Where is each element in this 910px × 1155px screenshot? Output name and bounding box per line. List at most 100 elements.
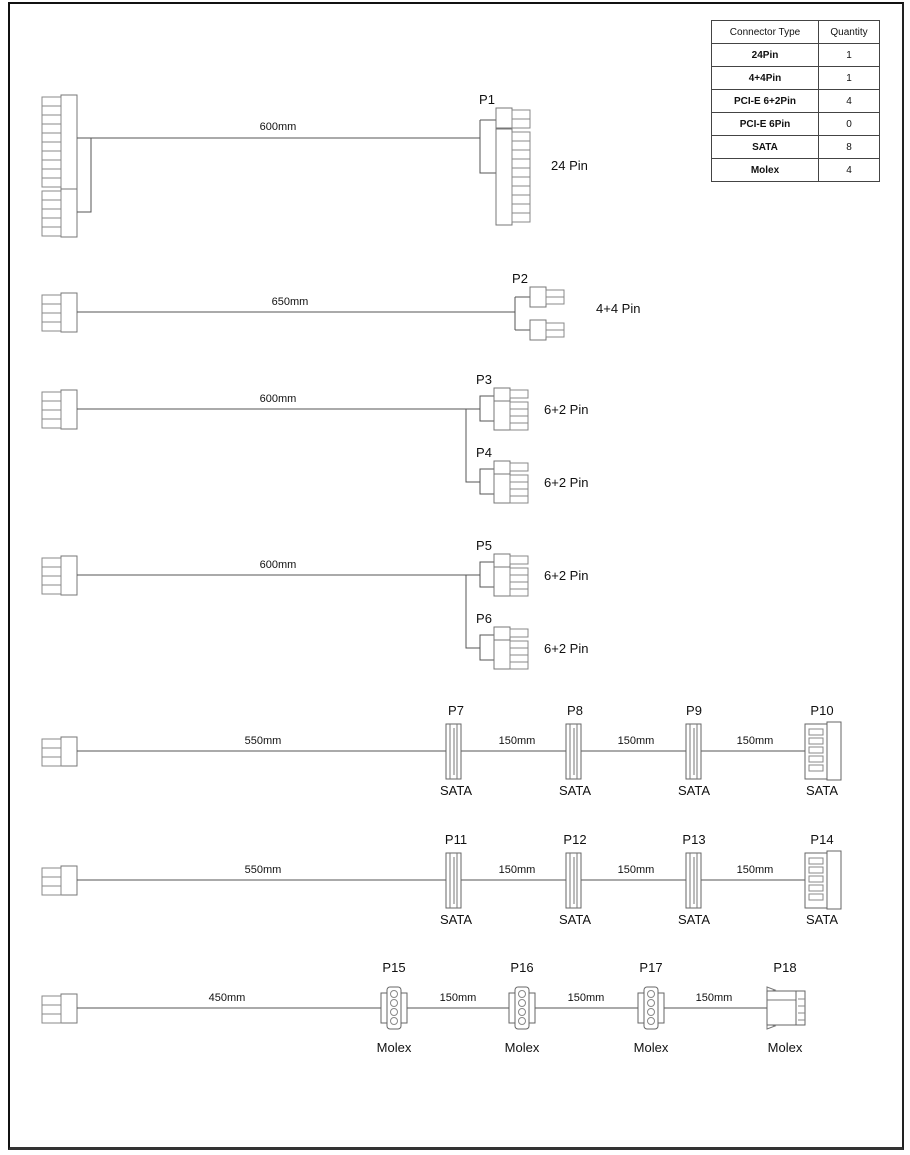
connector-p13: P13 SATA [678, 832, 710, 927]
connector-label-p2: P2 [512, 271, 528, 286]
quantity-cell: 1 [818, 43, 880, 67]
connector-p5: P5 6+2 Pin [476, 538, 588, 597]
psu-plug-pcie-1 [41, 389, 78, 430]
connector-label-p8: P8 [567, 703, 583, 718]
cable-sata-1: 550mm 150mm 150mm 150mm P7 SATA P8 SATA … [41, 703, 842, 798]
connector-label-p10: P10 [810, 703, 833, 718]
connector-label-p1: P1 [479, 92, 495, 107]
diagram-frame [8, 2, 904, 1150]
connector-label-p11: P11 [445, 832, 467, 847]
cable-length-label: 650mm [272, 296, 309, 308]
connector-p16: P16 Molex [505, 960, 540, 1055]
connector-desc-p9: SATA [678, 783, 710, 798]
connector-desc-p17: Molex [634, 1040, 669, 1055]
connector-p11: P11 SATA [440, 832, 472, 927]
cable-cpu: 650mm P2 4+4 Pin [41, 271, 640, 341]
psu-plug-atx [41, 94, 78, 238]
quantity-cell: 8 [818, 135, 880, 159]
connector-p6: P6 6+2 Pin [476, 611, 588, 670]
quantity-cell: 0 [818, 112, 880, 136]
connector-desc-p13: SATA [678, 912, 710, 927]
cable-sata-2: 550mm 150mm 150mm 150mm P11 SATA P12 SAT… [41, 832, 842, 927]
connector-label-p3: P3 [476, 372, 492, 387]
connector-desc-p15: Molex [377, 1040, 412, 1055]
cable-length-label: 550mm [245, 735, 282, 747]
connector-p17: P17 Molex [634, 960, 669, 1055]
connector-desc-p10: SATA [806, 783, 838, 798]
connector-p15: P15 Molex [377, 960, 412, 1055]
segment-length-label: 150mm [440, 992, 477, 1004]
cable-length-label: 450mm [209, 992, 246, 1004]
segment-length-label: 150mm [618, 864, 655, 876]
connector-p9: P9 SATA [678, 703, 710, 798]
segment-length-label: 150mm [737, 735, 774, 747]
connector-desc-p16: Molex [505, 1040, 540, 1055]
segment-length-label: 150mm [499, 735, 536, 747]
connector-desc-p18: Molex [768, 1040, 803, 1055]
connector-label-p14: P14 [810, 832, 833, 847]
connector-desc-p3: 6+2 Pin [544, 402, 588, 417]
psu-plug-sata-1 [41, 736, 78, 767]
connector-type-cell: 24Pin [711, 43, 819, 67]
connector-label-p9: P9 [686, 703, 702, 718]
connector-p3: P3 6+2 Pin [476, 372, 588, 431]
connector-p12: P12 SATA [559, 832, 591, 927]
cable-length-label: 550mm [245, 864, 282, 876]
cable-length-label: 600mm [260, 121, 297, 133]
connector-desc-p8: SATA [559, 783, 591, 798]
segment-length-label: 150mm [737, 864, 774, 876]
cable-pcie-1: 600mm P3 6+2 Pin [41, 372, 588, 504]
connector-p2: P2 4+4 Pin [512, 271, 640, 341]
connector-p1: P1 24 Pin [479, 92, 588, 226]
segment-length-label: 150mm [696, 992, 733, 1004]
cable-atx: 600mm P1 24 Pin [41, 92, 588, 238]
connector-p8: P8 SATA [559, 703, 591, 798]
connector-p7: P7 SATA [440, 703, 472, 798]
connector-label-p17: P17 [639, 960, 662, 975]
connector-label-p6: P6 [476, 611, 492, 626]
quantity-cell: 4 [818, 158, 880, 182]
connector-label-p18: P18 [773, 960, 796, 975]
connector-desc-p5: 6+2 Pin [544, 568, 588, 583]
connector-p4: P4 6+2 Pin [476, 445, 588, 504]
cable-length-label: 600mm [260, 393, 297, 405]
cable-length-label: 600mm [260, 559, 297, 571]
connector-label-p16: P16 [510, 960, 533, 975]
connector-desc-p4: 6+2 Pin [544, 475, 588, 490]
connector-type-cell: Molex [711, 158, 819, 182]
connector-label-p7: P7 [448, 703, 464, 718]
connector-label-p15: P15 [382, 960, 405, 975]
connector-label-p12: P12 [563, 832, 586, 847]
connector-type-cell: PCI-E 6+2Pin [711, 89, 819, 113]
connector-desc-p6: 6+2 Pin [544, 641, 588, 656]
psu-plug-cpu [41, 292, 78, 333]
segment-length-label: 150mm [568, 992, 605, 1004]
connector-desc-p12: SATA [559, 912, 591, 927]
cable-molex: 450mm 150mm 150mm 150mm P15 Molex P16 Mo… [41, 960, 806, 1055]
connector-p10: P10 SATA [804, 703, 842, 798]
connector-p18: P18 Molex [766, 960, 806, 1055]
connector-desc-p1: 24 Pin [551, 158, 588, 173]
cable-pcie-2: 600mm P5 6+2 Pin [41, 538, 588, 670]
connector-type-cell: PCI-E 6Pin [711, 112, 819, 136]
segment-length-label: 150mm [499, 864, 536, 876]
psu-plug-pcie-2 [41, 555, 78, 596]
connector-label-p4: P4 [476, 445, 492, 460]
connector-label-p5: P5 [476, 538, 492, 553]
psu-plug-molex [41, 993, 78, 1024]
connector-desc-p7: SATA [440, 783, 472, 798]
psu-plug-sata-2 [41, 865, 78, 896]
connector-desc-p14: SATA [806, 912, 838, 927]
quantity-cell: 1 [818, 66, 880, 90]
segment-length-label: 150mm [618, 735, 655, 747]
connector-type-cell: 4+4Pin [711, 66, 819, 90]
connector-desc-p2: 4+4 Pin [596, 301, 640, 316]
connector-label-p13: P13 [682, 832, 705, 847]
